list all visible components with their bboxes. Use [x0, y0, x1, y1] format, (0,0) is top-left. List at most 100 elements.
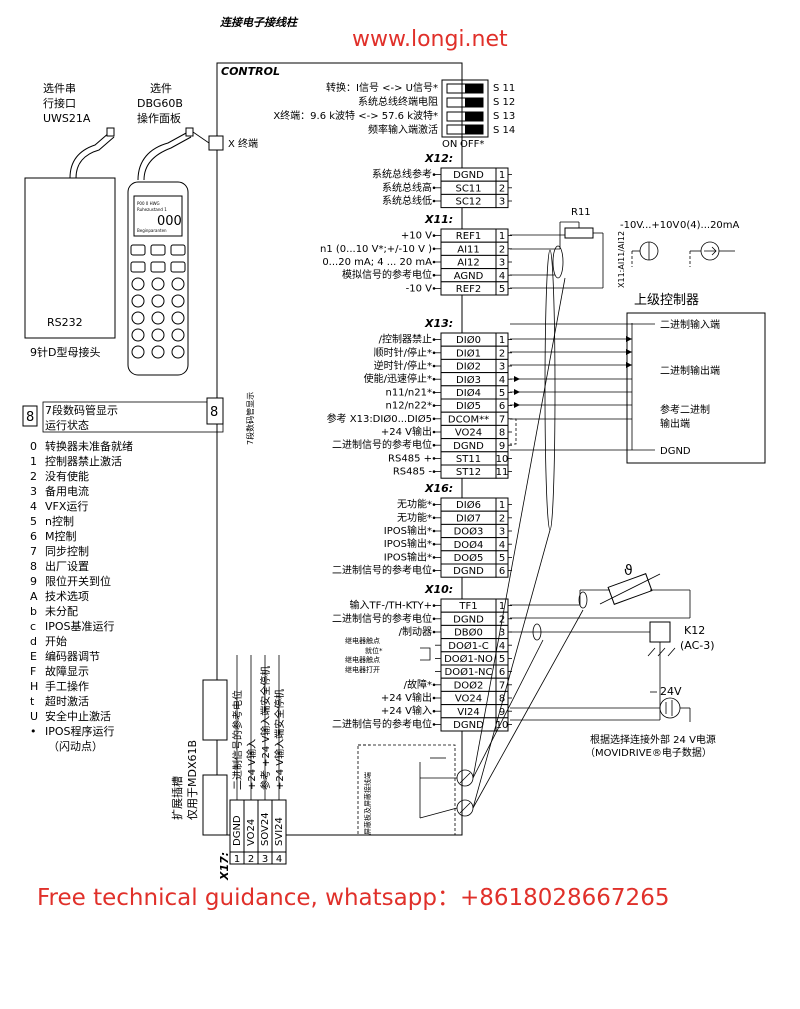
x10-pin-desc: 二进制信号的参考电位 [332, 612, 432, 625]
keypad-line2: Ruhezustand 1 [137, 207, 167, 212]
switch-label-s12: 系统总线终端电阻 [358, 95, 438, 108]
x10-pin-desc: +24 V输入 [381, 704, 432, 717]
status-text: M控制 [45, 529, 77, 543]
dbg60b-keypad: 选件 DBG60B 操作面板 P00 0 HWG Ruhezustand 1 0… [127, 82, 194, 376]
x17-pin-name: SVI24 [274, 817, 285, 846]
x16-pin-number: 5 [499, 553, 505, 564]
x10-pin-name: DGND [453, 720, 484, 731]
x17-pin-desc: +24 V输入端安全停机 [273, 689, 286, 790]
x11-pin-desc: +10 V [401, 231, 432, 242]
switch-off-label: OFF* [460, 139, 484, 150]
x11-pin-number: 3 [499, 258, 505, 269]
keypad-screen [133, 195, 183, 237]
x13-pin-name: DIØ4 [456, 387, 481, 399]
x17-pin-number: 2 [248, 854, 254, 865]
x13-pin-name: DCOM** [448, 414, 489, 425]
x13-label: X13: [424, 317, 453, 330]
x13-pin-desc: n12/n22* [386, 401, 433, 412]
x11-pin-name: REF2 [456, 284, 481, 295]
dsub-label: 9针D型母接头 [30, 345, 100, 359]
x16-pin-desc: 无功能* [397, 511, 432, 524]
seg-vertical-label: 7段数码管显示 [245, 392, 255, 445]
status-text: 同步控制 [45, 544, 89, 558]
x13-pin-name: DIØ2 [456, 361, 481, 373]
relay-open-label: 继电器打开 [345, 665, 380, 674]
x17-pin-desc: 二进制信号的参考电位 [231, 690, 244, 790]
x10-pin-name: DGND [453, 614, 484, 625]
keypad-key [171, 294, 185, 308]
x10-label: X10: [424, 583, 453, 596]
x10-pin-name: DOØ1-NC [445, 666, 493, 678]
status-code: A [30, 590, 38, 603]
x16-label: X16: [424, 482, 453, 495]
x10-pin-name: DOØ1-NO [444, 653, 493, 665]
analog-vertical-label: X11:AI11/AI12 [617, 231, 626, 288]
keypad-key [170, 261, 186, 273]
x16-pin-number: 1 [499, 500, 505, 511]
status-text: 转换器未准备就绪 [45, 439, 133, 453]
status-code: 5 [30, 515, 37, 528]
dbg60b-label-2: DBG60B [137, 97, 183, 110]
keypad-key [130, 261, 146, 273]
status-code: 6 [30, 530, 37, 543]
switch-s14 [465, 125, 483, 134]
x11-label: X11: [424, 213, 453, 226]
keypad-key [170, 244, 186, 256]
keypad-key [151, 277, 165, 291]
x13-pin-name: DIØ1 [456, 347, 481, 359]
x13-pin-desc: /控制器禁止 [379, 333, 432, 346]
uws21a-label-1: 选件串 [43, 82, 76, 95]
x17-pin-name: SOV24 [260, 812, 271, 846]
x11-pin-number: 5 [499, 284, 505, 295]
x-terminal-connector [208, 135, 224, 151]
status-code: 2 [30, 470, 37, 483]
seg-sub: 运行状态 [45, 418, 89, 432]
x11-pin-name: AI11 [457, 244, 480, 255]
x16-pin-name: DOØ4 [454, 539, 484, 551]
expansion-slot: 扩展插槽 仅用于MDX61B [170, 679, 228, 836]
x13-pin-number: 3 [499, 362, 505, 373]
x10-pin-name: VI24 [457, 707, 480, 718]
keypad-key [131, 328, 145, 342]
x11-pin-name: REF1 [456, 231, 481, 242]
uws21a-box [24, 177, 116, 339]
x16-pin-desc: 无功能* [397, 498, 432, 511]
status-code: d [30, 635, 37, 648]
x10-pin-desc: /制动器 [399, 625, 432, 638]
x12-pin-name: DGND [453, 170, 484, 181]
x13-pin-name: DIØ3 [456, 374, 481, 386]
upper-controller: 上级控制器 二进制输入端 二进制输出端 参考二进制 输出端 DGND [510, 249, 766, 531]
x11-pin-number: 4 [499, 271, 505, 282]
keypad-key [171, 277, 185, 291]
diagram-title: 连接电子接线柱 [220, 16, 299, 29]
status-code: 4 [30, 500, 37, 513]
status-code: 9 [30, 575, 37, 588]
x17-pin-number: 4 [276, 854, 282, 865]
x10-pin-number: 1 [499, 601, 505, 612]
x10-pin-number: 5 [499, 654, 505, 665]
x12-pin-desc: 系统总线高 [382, 181, 432, 194]
x17-pin-name: DGND [232, 815, 243, 846]
x13-pin-desc: +24 V输出 [381, 425, 432, 438]
relay-close-label: 继电器触点 [345, 655, 380, 664]
x10-pin-name: DBØ0 [454, 627, 483, 639]
x13-pin-name: VO24 [455, 428, 482, 439]
keypad-key [131, 345, 145, 359]
keypad-key [151, 328, 165, 342]
keypad-key [151, 294, 165, 308]
x10-pin-name: DOØ2 [454, 679, 484, 691]
relay-contact-label: 继电器触点 [345, 636, 380, 645]
x12-pin-desc: 系统总线低 [382, 194, 432, 207]
x16-pin-name: DIØ6 [456, 499, 481, 511]
x10-pin-number: 9 [499, 707, 505, 718]
x11-pin-desc: n1 (0...10 V*;+/-10 V ) [320, 244, 432, 255]
status-text: VFX运行 [45, 500, 88, 513]
switch-code-s11: S 11 [493, 83, 515, 94]
x12-pin-number: 2 [499, 183, 505, 194]
keypad-key [130, 244, 146, 256]
keypad-key [171, 345, 185, 359]
status-code: 8 [30, 560, 37, 573]
x10-pin-number: 8 [499, 694, 505, 705]
